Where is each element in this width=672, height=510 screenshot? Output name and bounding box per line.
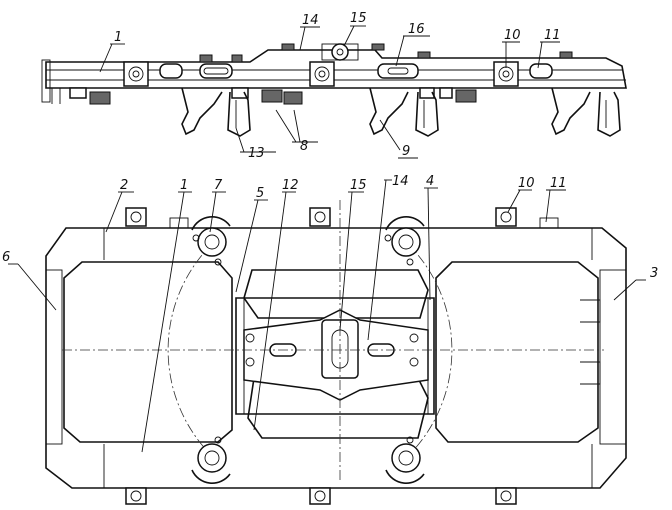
callout-12: 12 <box>282 178 299 193</box>
plan-node-bottom-right <box>385 436 425 484</box>
callout-9: 9 <box>402 144 410 159</box>
plan-bolts <box>125 207 559 505</box>
plan-node-top-right <box>384 216 425 266</box>
side-bolt-left <box>123 61 149 87</box>
callout-15-plan: 15 <box>350 178 367 193</box>
callout-3: 3 <box>650 266 658 281</box>
callout-16: 16 <box>408 22 425 37</box>
callout-11-side: 11 <box>544 28 561 43</box>
side-elevation <box>41 25 627 159</box>
callout-1-side: 1 <box>114 30 122 45</box>
callout-10-plan: 10 <box>518 176 535 191</box>
callout-10-side: 10 <box>504 28 521 43</box>
underside-brackets <box>69 87 477 105</box>
callout-13: 13 <box>248 146 265 161</box>
plan-view <box>8 179 646 505</box>
callout-1-plan: 1 <box>180 178 188 193</box>
callout-5: 5 <box>256 186 264 201</box>
callout-14-side: 14 <box>302 13 319 28</box>
callout-11-plan: 11 <box>550 176 567 191</box>
side-leaders <box>99 25 560 159</box>
callout-4: 4 <box>426 174 434 189</box>
plan-leaders <box>8 179 646 453</box>
side-bolt-mid <box>309 61 335 87</box>
callout-8: 8 <box>300 139 308 154</box>
callout-15-side: 15 <box>350 11 367 26</box>
brake-hangers <box>181 87 621 137</box>
plan-node-bottom-left <box>191 436 231 484</box>
callout-7: 7 <box>214 178 223 193</box>
callout-2: 2 <box>120 178 128 193</box>
callout-6: 6 <box>2 250 10 265</box>
plan-node-top-left <box>191 216 231 266</box>
callout-14-plan: 14 <box>392 174 409 189</box>
